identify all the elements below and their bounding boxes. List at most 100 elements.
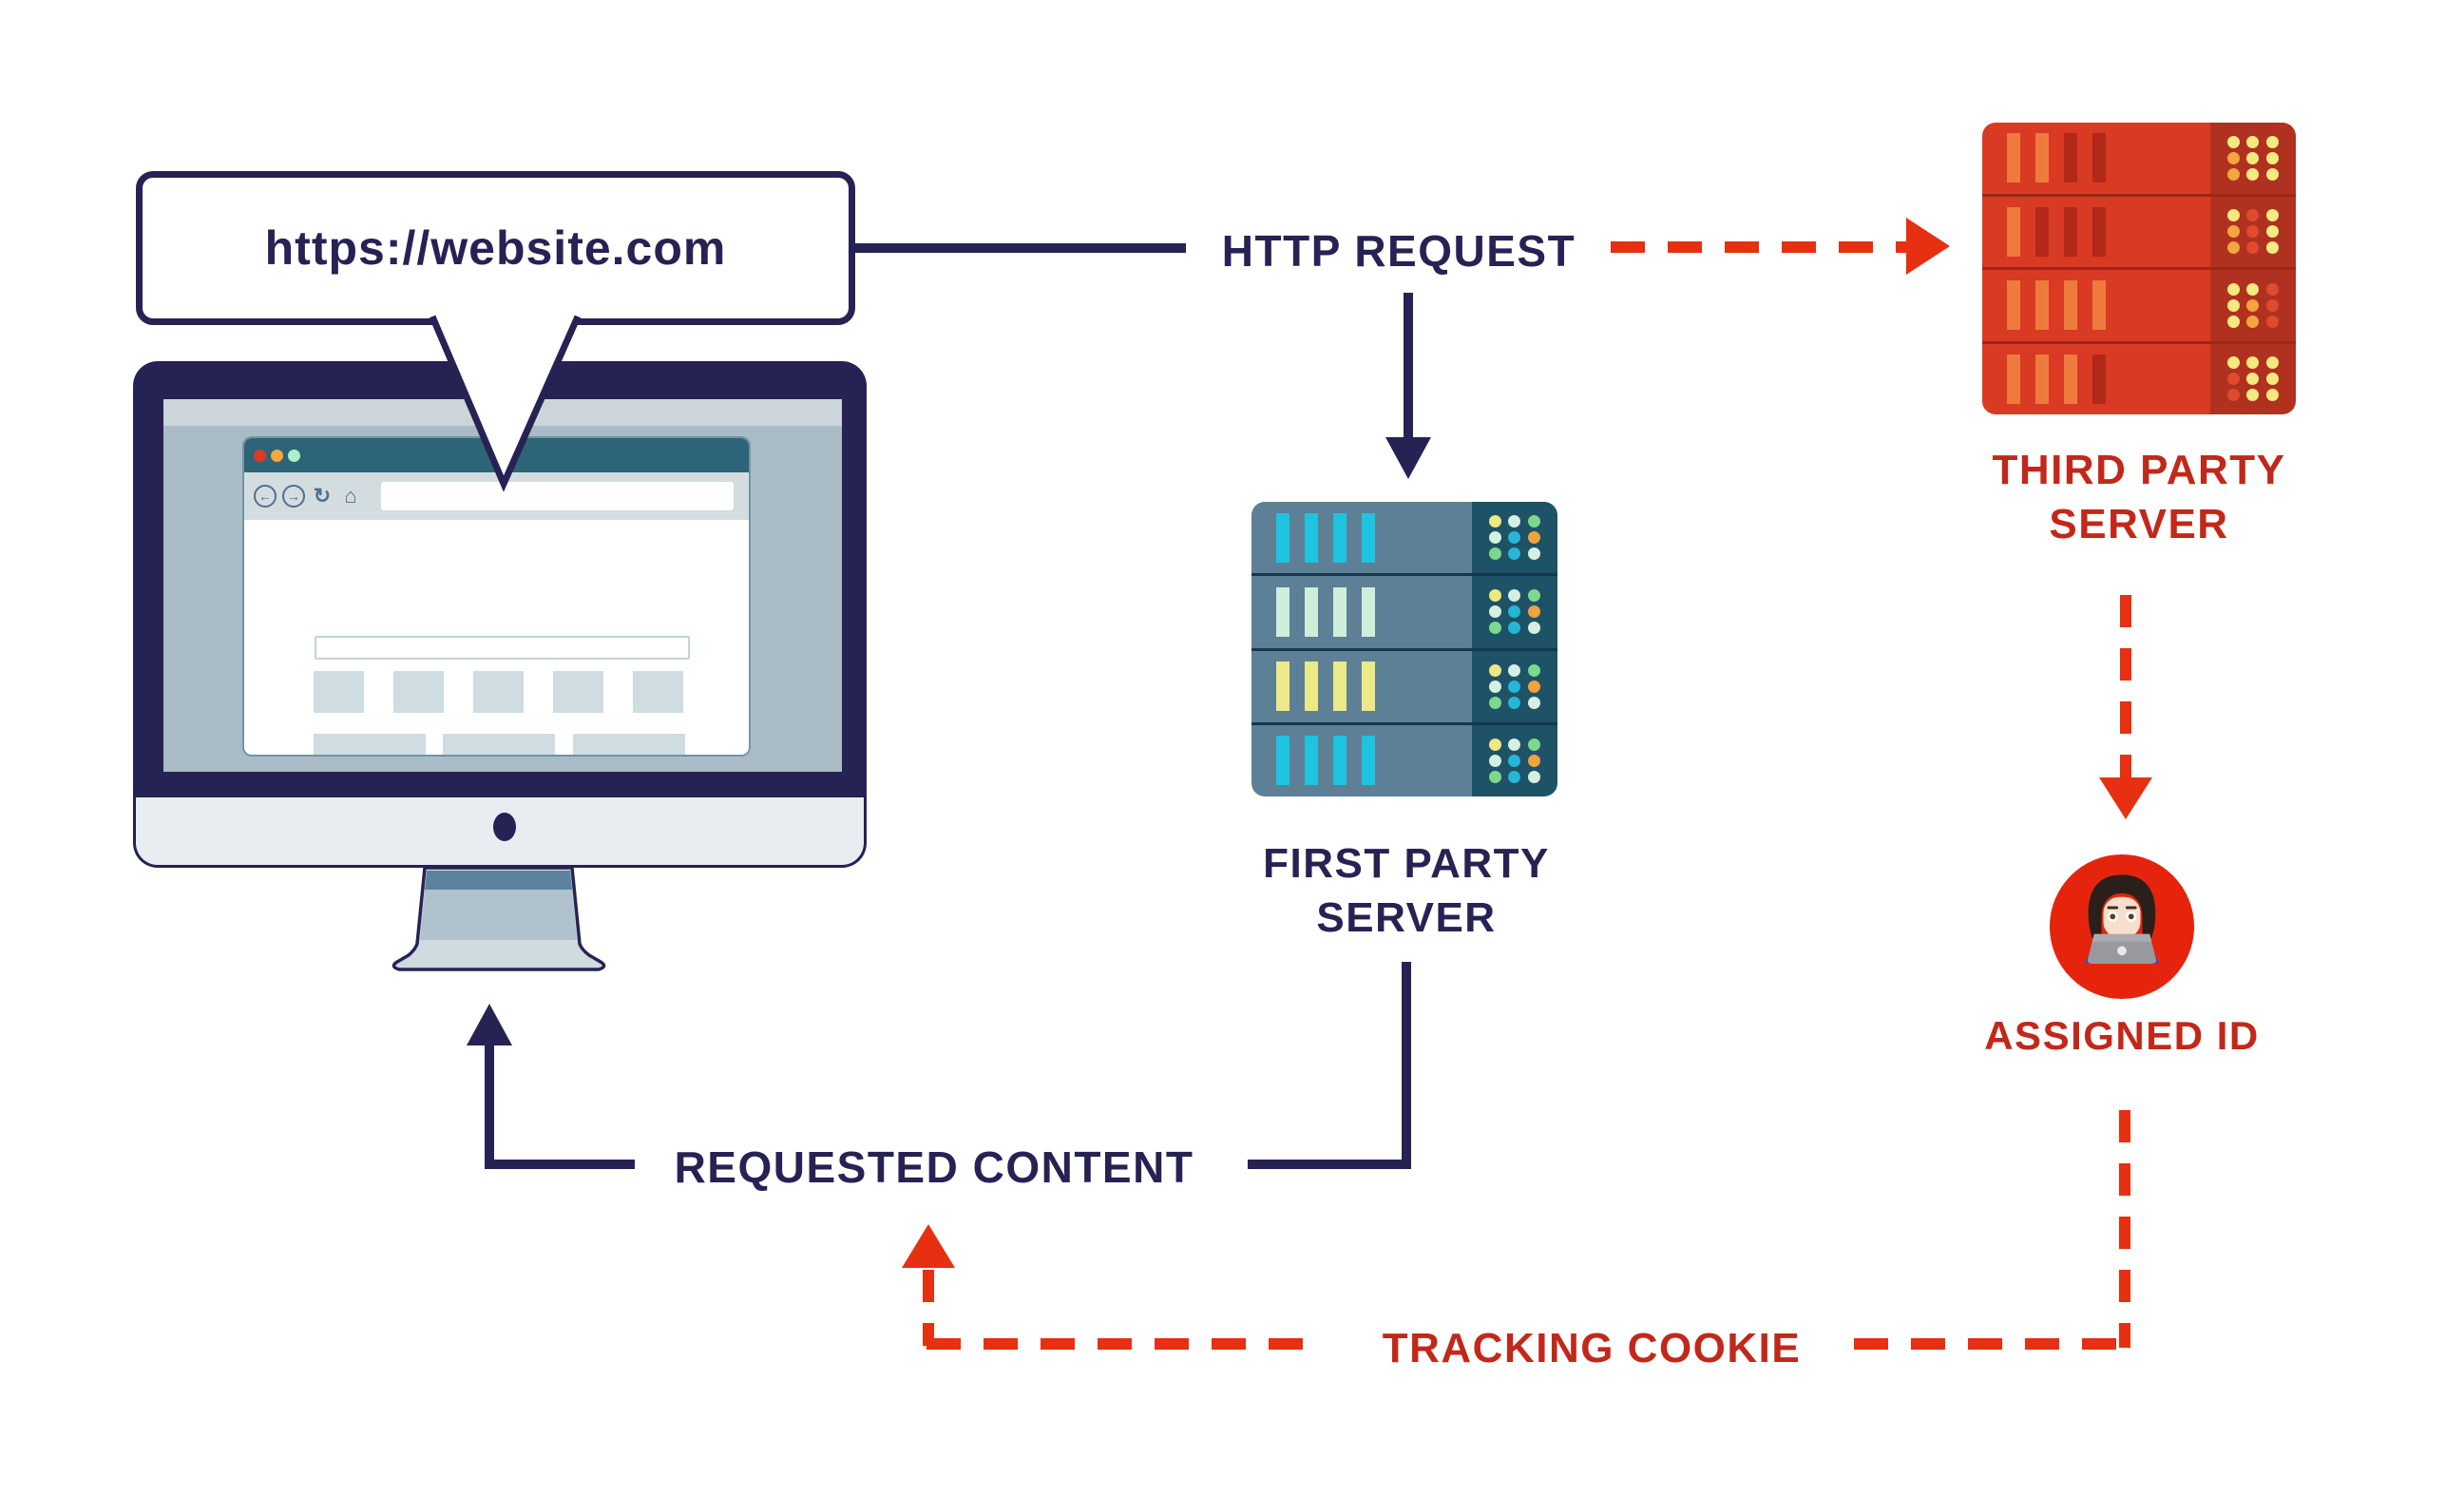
server-led-dot (1528, 770, 1541, 783)
tracking-cookie-up-dashed-line (923, 1270, 934, 1346)
server-led-dot (2266, 151, 2280, 164)
server-led-dot (1508, 515, 1521, 528)
server-led-bar (2035, 280, 2049, 331)
server-led-dot (1508, 547, 1521, 561)
server-led-bar (2007, 206, 2020, 257)
window-control-dot (254, 449, 266, 462)
rack-unit-front (1982, 123, 2210, 194)
server-led-dot (2246, 135, 2260, 148)
server-led-dot (1528, 515, 1541, 528)
server-led-dot (2246, 356, 2260, 370)
server-led-dot (1528, 696, 1541, 709)
server-led-dot (1488, 680, 1501, 693)
server-led-dot (1508, 605, 1521, 619)
server-led-dot (2266, 373, 2280, 386)
server-led-bar (2007, 280, 2020, 331)
server-led-dot (1488, 589, 1501, 603)
page-thumbnail (553, 671, 603, 713)
server-led-dot (1488, 696, 1501, 709)
server-led-bar (1276, 512, 1289, 563)
page-thumbnail (473, 671, 524, 713)
woman-at-laptop-icon (2085, 874, 2159, 964)
server-led-dot (1528, 605, 1541, 619)
server-led-dot (1508, 770, 1521, 783)
server-led-dot (1528, 547, 1541, 561)
server-led-dot (2266, 282, 2280, 296)
url-speech-bubble: https://website.com (136, 171, 855, 325)
rack-unit-led-panel (1472, 650, 1557, 722)
page-thumbnail (633, 671, 683, 713)
rack-unit-led-panel (2210, 123, 2296, 194)
server-led-dot (1508, 663, 1521, 677)
home-icon[interactable]: ⌂ (344, 484, 357, 508)
server-led-dot (1488, 531, 1501, 545)
server-led-bar (1276, 662, 1289, 712)
server-led-dot (1488, 547, 1501, 561)
rack-unit-led-panel (1472, 576, 1557, 648)
server-rack-unit (1251, 724, 1557, 796)
server-led-dot (2246, 151, 2260, 164)
server-led-dot (2226, 315, 2240, 328)
http-request-dashed-line (1611, 241, 1907, 253)
server-led-dot (2246, 225, 2260, 239)
server-led-dot (2246, 282, 2260, 296)
server-led-bar (2007, 133, 2020, 183)
server-led-dot (2226, 282, 2240, 296)
server-led-dot (2266, 356, 2280, 370)
requested-content-right-line (1248, 1160, 1411, 1169)
rack-unit-front (1251, 724, 1472, 796)
assigned-id-down-dashed-line (2119, 1110, 2130, 1348)
arrowhead-down-navy (1385, 437, 1431, 479)
tracking-cookie-left-dashed-line (926, 1338, 1320, 1350)
server-led-bar (1362, 736, 1375, 786)
label-line: SERVER (1316, 894, 1497, 941)
server-led-bar (1333, 736, 1347, 786)
server-led-dot (1488, 770, 1501, 783)
server-led-dot (2266, 315, 2280, 328)
url-text: https://website.com (264, 221, 727, 275)
server-led-dot (1488, 663, 1501, 677)
server-led-dot (2266, 389, 2280, 402)
server-led-dot (1508, 696, 1521, 709)
server-led-dot (2226, 151, 2240, 164)
page-content-block (443, 734, 555, 755)
page-content-block (314, 734, 426, 755)
arrowhead-down-red (2099, 777, 2152, 819)
server-led-dot (1488, 738, 1501, 751)
server-led-dot (2226, 373, 2240, 386)
address-bar[interactable] (381, 482, 734, 510)
rack-unit-led-panel (2210, 270, 2296, 341)
assigned-id-avatar (2049, 853, 2195, 1000)
server-led-bar (1362, 662, 1375, 712)
back-icon[interactable]: ← (254, 485, 277, 508)
rack-unit-front (1982, 196, 2210, 267)
server-led-bar (2064, 133, 2077, 183)
forward-icon[interactable]: → (282, 485, 305, 508)
first-party-down-line (1402, 962, 1411, 1169)
content-up-line (485, 1044, 494, 1167)
server-led-bar (2035, 133, 2049, 183)
third-party-down-dashed-line (2120, 595, 2131, 777)
rack-unit-front (1251, 650, 1472, 722)
http-request-label: HTTP REQUEST (1221, 226, 1576, 276)
server-led-dot (2226, 209, 2240, 222)
server-rack-unit (1251, 650, 1557, 725)
reload-icon[interactable]: ↻ (313, 484, 332, 508)
browser-content (244, 520, 749, 755)
server-led-dot (2266, 298, 2280, 312)
server-led-dot (1528, 589, 1541, 603)
server-led-dot (2246, 389, 2260, 402)
server-led-dot (2246, 209, 2260, 222)
server-led-dot (1528, 622, 1541, 635)
server-led-dot (1528, 531, 1541, 545)
server-led-bar (1333, 662, 1347, 712)
server-led-dot (2246, 373, 2260, 386)
request-down-line (1404, 293, 1413, 437)
server-led-bar (2092, 206, 2106, 257)
page-content-block (573, 734, 685, 755)
server-led-bar (2035, 354, 2049, 404)
server-rack-unit (1251, 576, 1557, 651)
server-led-bar (1276, 586, 1289, 637)
monitor-chin (133, 797, 867, 868)
server-led-bar (2092, 133, 2106, 183)
